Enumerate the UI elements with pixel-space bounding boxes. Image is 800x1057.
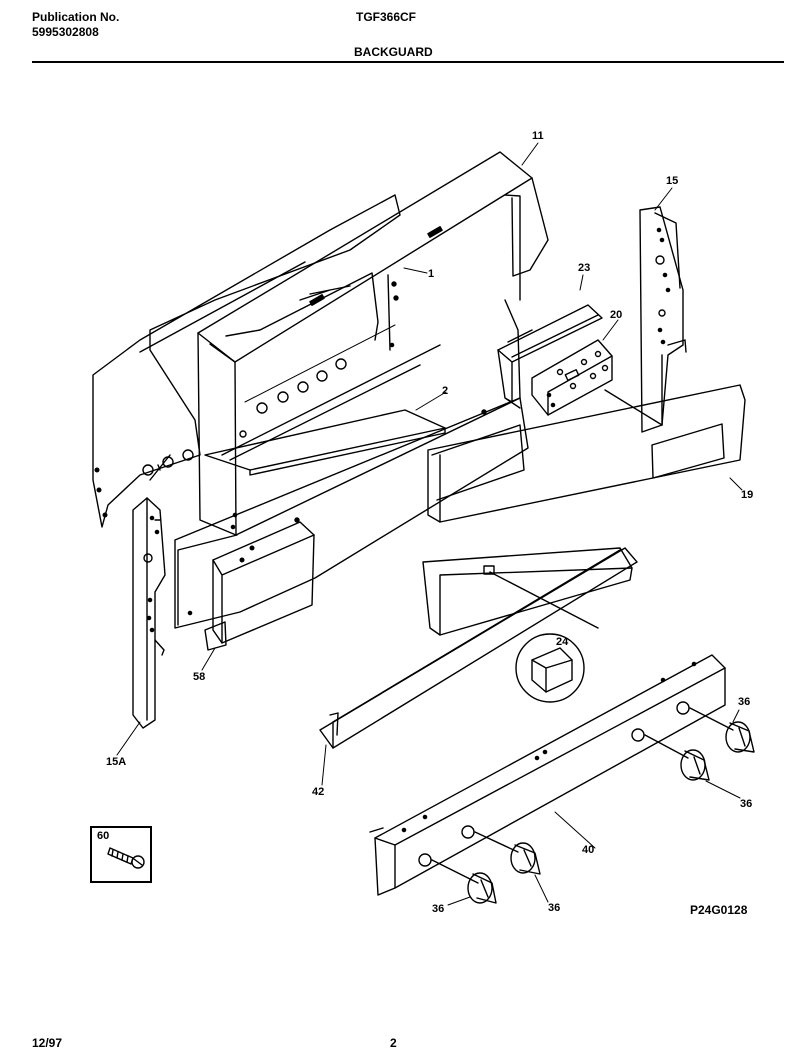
part-60-box	[90, 826, 152, 883]
part-42-trim	[319, 547, 638, 749]
header-rule	[32, 61, 784, 63]
callout-36-right: 36	[740, 798, 753, 810]
part-2-cover	[204, 409, 446, 476]
part-23-bezel	[497, 304, 603, 409]
lower-panel-left	[174, 397, 529, 629]
section-title: BACKGUARD	[354, 45, 433, 59]
diagram-code: P24G0128	[690, 903, 748, 917]
callout-20: 20	[610, 309, 623, 321]
part-36-knob-3	[644, 734, 710, 781]
callout-42: 42	[312, 786, 325, 798]
leader-20-panel	[604, 389, 663, 426]
footer-date: 12/97	[32, 1036, 63, 1050]
leader-lines	[116, 142, 743, 906]
part-15a-left-side-bracket	[132, 497, 166, 729]
part-11-backguard-frame	[197, 151, 549, 536]
publication-number: 5995302808	[32, 25, 99, 39]
callout-58: 58	[193, 671, 206, 683]
callout-15: 15	[666, 175, 679, 187]
part-19-control-panel	[427, 384, 746, 523]
callout-19: 19	[741, 489, 754, 501]
callout-40: 40	[582, 844, 595, 856]
part-15-right-side-bracket	[639, 206, 687, 433]
callout-1: 1	[428, 268, 435, 280]
callout-36-upper-right: 36	[738, 696, 751, 708]
callout-36-center: 36	[548, 902, 561, 914]
part-60-screw	[107, 847, 145, 869]
part-24-switch	[515, 633, 585, 703]
callout-2: 2	[442, 385, 449, 397]
model-number: TGF366CF	[356, 10, 417, 24]
callout-60: 60	[97, 830, 110, 842]
callout-23: 23	[578, 262, 591, 274]
callout-15a: 15A	[106, 756, 127, 768]
publication-label: Publication No.	[32, 10, 120, 24]
callout-36-left: 36	[432, 903, 445, 915]
part-36-knob-2	[474, 831, 541, 875]
leader-24-switch	[489, 571, 599, 629]
callout-11: 11	[532, 130, 544, 142]
page-number: 2	[390, 1036, 397, 1050]
upper-trim-panel	[422, 547, 633, 636]
part-36-knob-4	[689, 707, 755, 753]
part-58-bracket	[204, 521, 315, 651]
part-1-rear-panel	[92, 194, 401, 528]
part-36-knob-1	[431, 859, 497, 904]
part-40-manifold-panel	[369, 654, 726, 896]
callout-24: 24	[556, 636, 569, 648]
part-20-control-board	[531, 339, 613, 416]
